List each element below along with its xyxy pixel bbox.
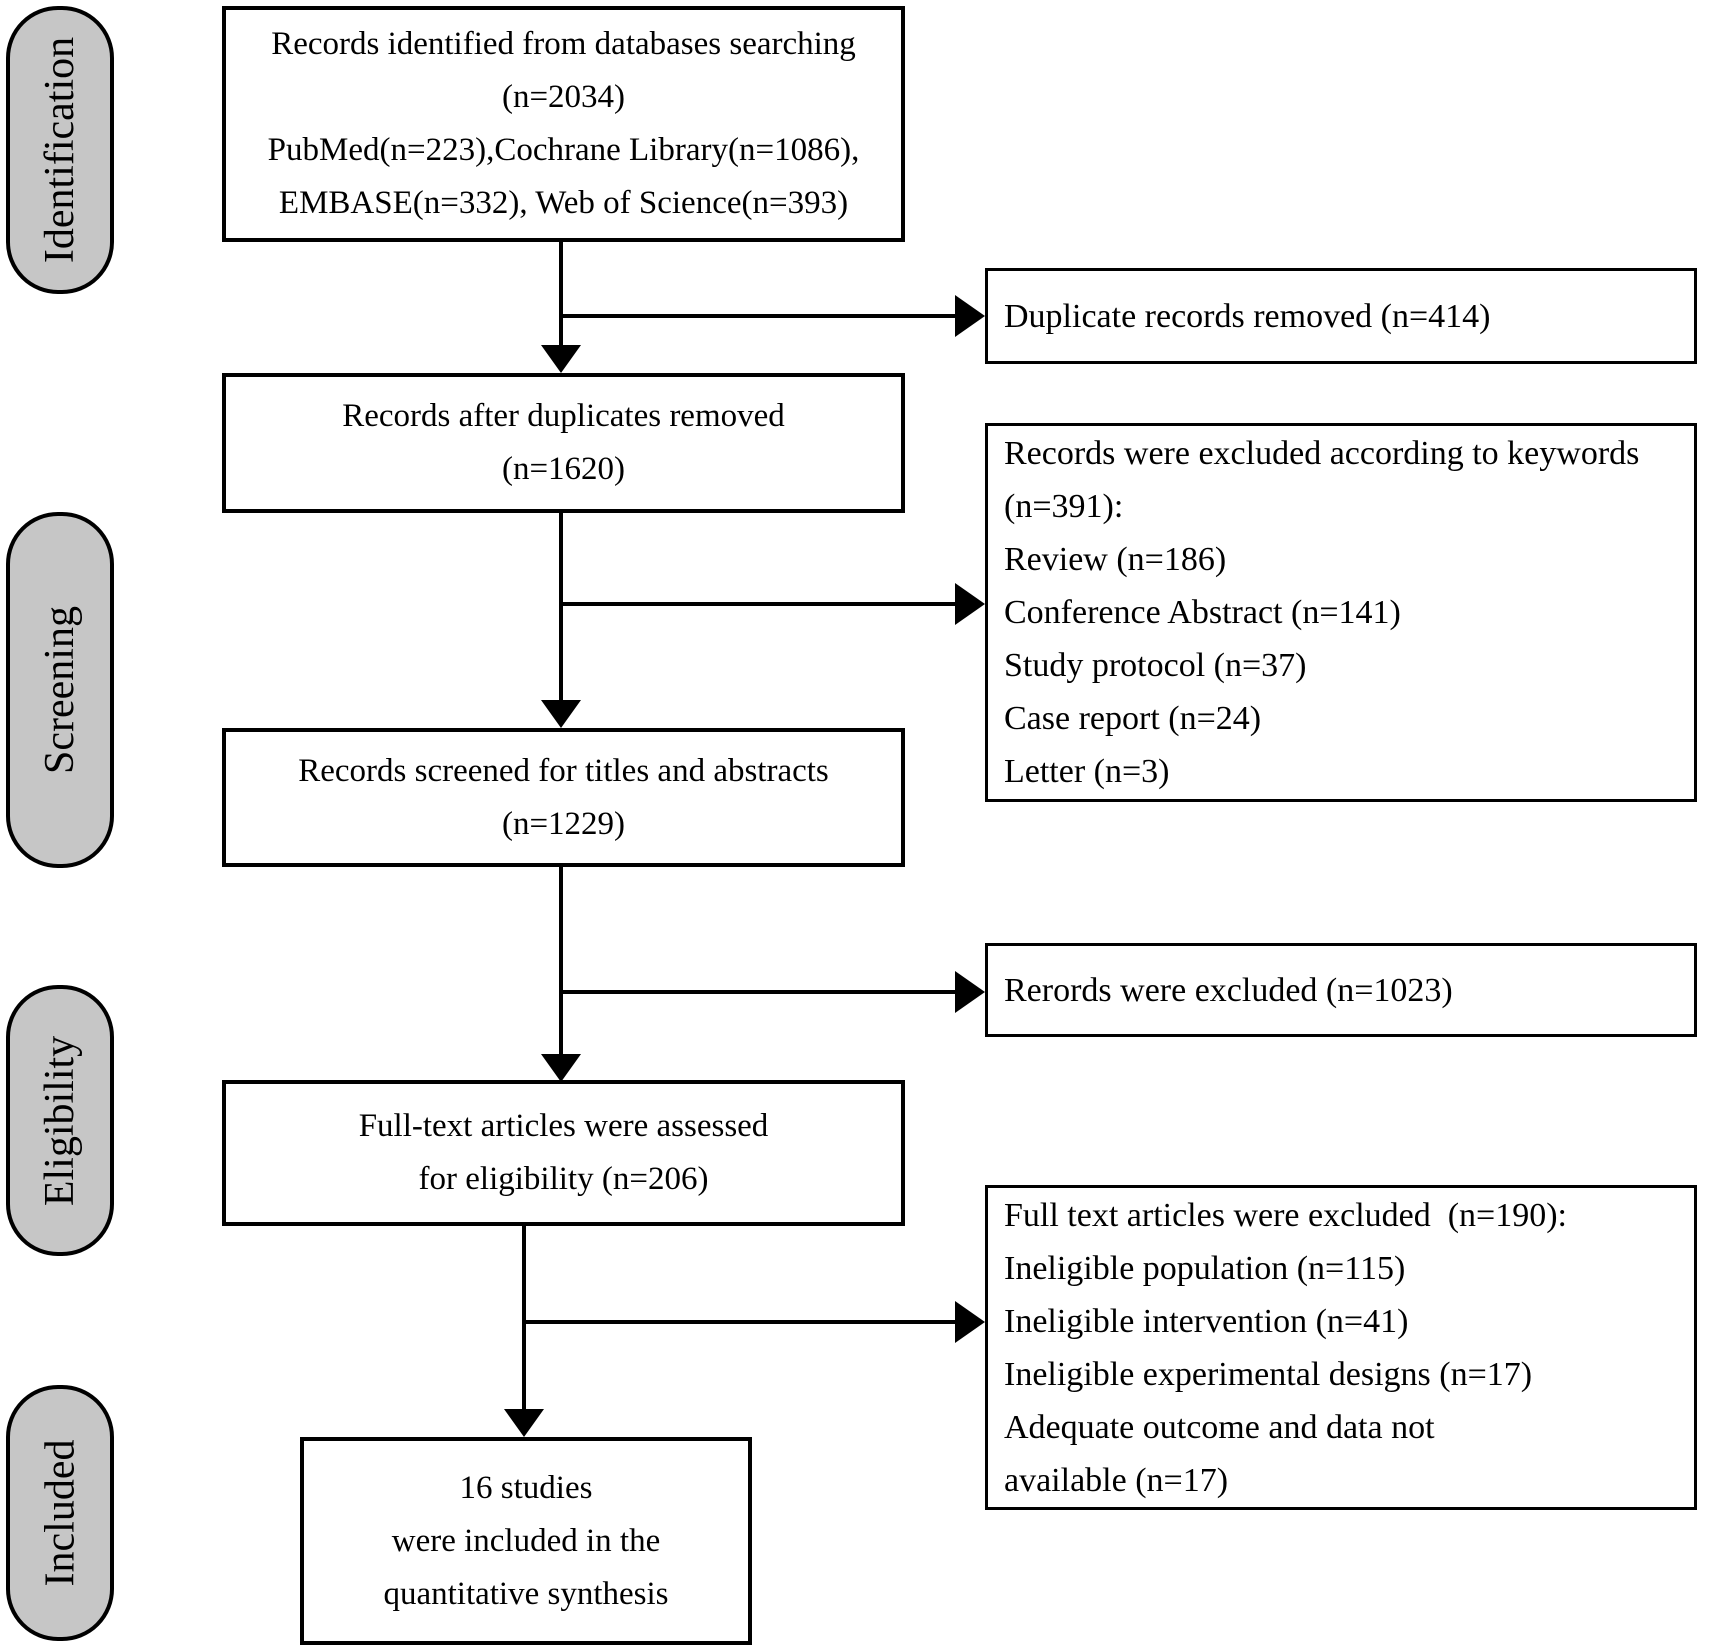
box-line: available (n=17): [1004, 1461, 1229, 1499]
arrowhead-down-icon: [541, 345, 581, 373]
box-line: Duplicate records removed (n=414): [1004, 297, 1491, 335]
box-line: (n=1229): [501, 805, 626, 842]
connector-line: [559, 513, 563, 703]
box-line: Records identified from databases search…: [271, 26, 856, 62]
box-line: Letter (n=3): [1004, 753, 1170, 790]
box-line: Adequate outcome and data not: [1004, 1408, 1435, 1446]
box-line: Review (n=186): [1004, 541, 1227, 578]
box-line: quantitative synthesis: [383, 1575, 669, 1612]
connector-line: [559, 242, 563, 348]
box-line: Conference Abstract (n=141): [1004, 594, 1401, 631]
connector-line: [559, 867, 563, 1057]
box-records-screened: Records screened for titles and abstract…: [222, 728, 905, 867]
box-line: were included in the: [391, 1522, 661, 1559]
arrowhead-right-icon: [955, 295, 985, 337]
arrowhead-down-icon: [541, 700, 581, 728]
stage-pill-eligibility: Eligibility: [6, 985, 114, 1256]
connector-line: [559, 314, 955, 318]
box-line: for eligibility (n=206): [418, 1161, 709, 1197]
box-line: Rerords were excluded (n=1023): [1004, 971, 1453, 1009]
arrowhead-right-icon: [955, 1301, 985, 1343]
connector-line: [559, 602, 955, 606]
stage-pill-screening: Screening: [6, 512, 114, 868]
box-line: Ineligible experimental designs (n=17): [1004, 1355, 1533, 1393]
box-line: PubMed(n=223),Cochrane Library(n=1086),: [267, 132, 860, 168]
box-duplicates-removed: Duplicate records removed (n=414): [985, 268, 1697, 364]
arrowhead-down-icon: [541, 1054, 581, 1082]
stage-label-identification: Identification: [37, 36, 83, 264]
connector-line: [522, 1226, 526, 1412]
stage-label-screening: Screening: [37, 606, 84, 774]
box-line: Full-text articles were assessed: [358, 1108, 769, 1144]
box-line: Records screened for titles and abstract…: [298, 752, 829, 789]
stage-pill-included: Included: [6, 1385, 114, 1641]
box-line: Study protocol (n=37): [1004, 647, 1307, 684]
box-line: Records were excluded according to keywo…: [1004, 435, 1640, 472]
box-records-excluded: Rerords were excluded (n=1023): [985, 943, 1697, 1037]
box-line: Records after duplicates removed: [342, 398, 785, 434]
box-line: Ineligible intervention (n=41): [1004, 1302, 1409, 1340]
stage-pill-identification: Identification: [6, 6, 114, 294]
box-fulltext-excluded: Full text articles were excluded (n=190)…: [985, 1185, 1697, 1510]
box-fulltext-assessed: Full-text articles were assessed for eli…: [222, 1080, 905, 1226]
box-line: Ineligible population (n=115): [1004, 1249, 1406, 1287]
box-line: (n=391):: [1004, 488, 1124, 525]
connector-line: [559, 990, 955, 994]
box-included-studies: 16 studies were included in the quantita…: [300, 1437, 752, 1645]
box-line: 16 studies: [459, 1469, 593, 1506]
stage-label-included: Included: [37, 1439, 84, 1587]
box-records-identified: Records identified from databases search…: [222, 6, 905, 242]
box-line: EMBASE(n=332), Web of Science(n=393): [278, 185, 849, 221]
box-after-duplicates: Records after duplicates removed (n=1620…: [222, 373, 905, 513]
box-line: Full text articles were excluded (n=190)…: [1004, 1196, 1567, 1234]
arrowhead-right-icon: [955, 971, 985, 1013]
box-line: (n=2034): [501, 79, 626, 115]
stage-label-eligibility: Eligibility: [37, 1035, 83, 1206]
box-line: (n=1620): [501, 451, 626, 487]
box-line: Case report (n=24): [1004, 700, 1262, 737]
box-keyword-excluded: Records were excluded according to keywo…: [985, 423, 1697, 802]
arrowhead-right-icon: [955, 583, 985, 625]
connector-line: [522, 1320, 955, 1324]
arrowhead-down-icon: [504, 1409, 544, 1437]
